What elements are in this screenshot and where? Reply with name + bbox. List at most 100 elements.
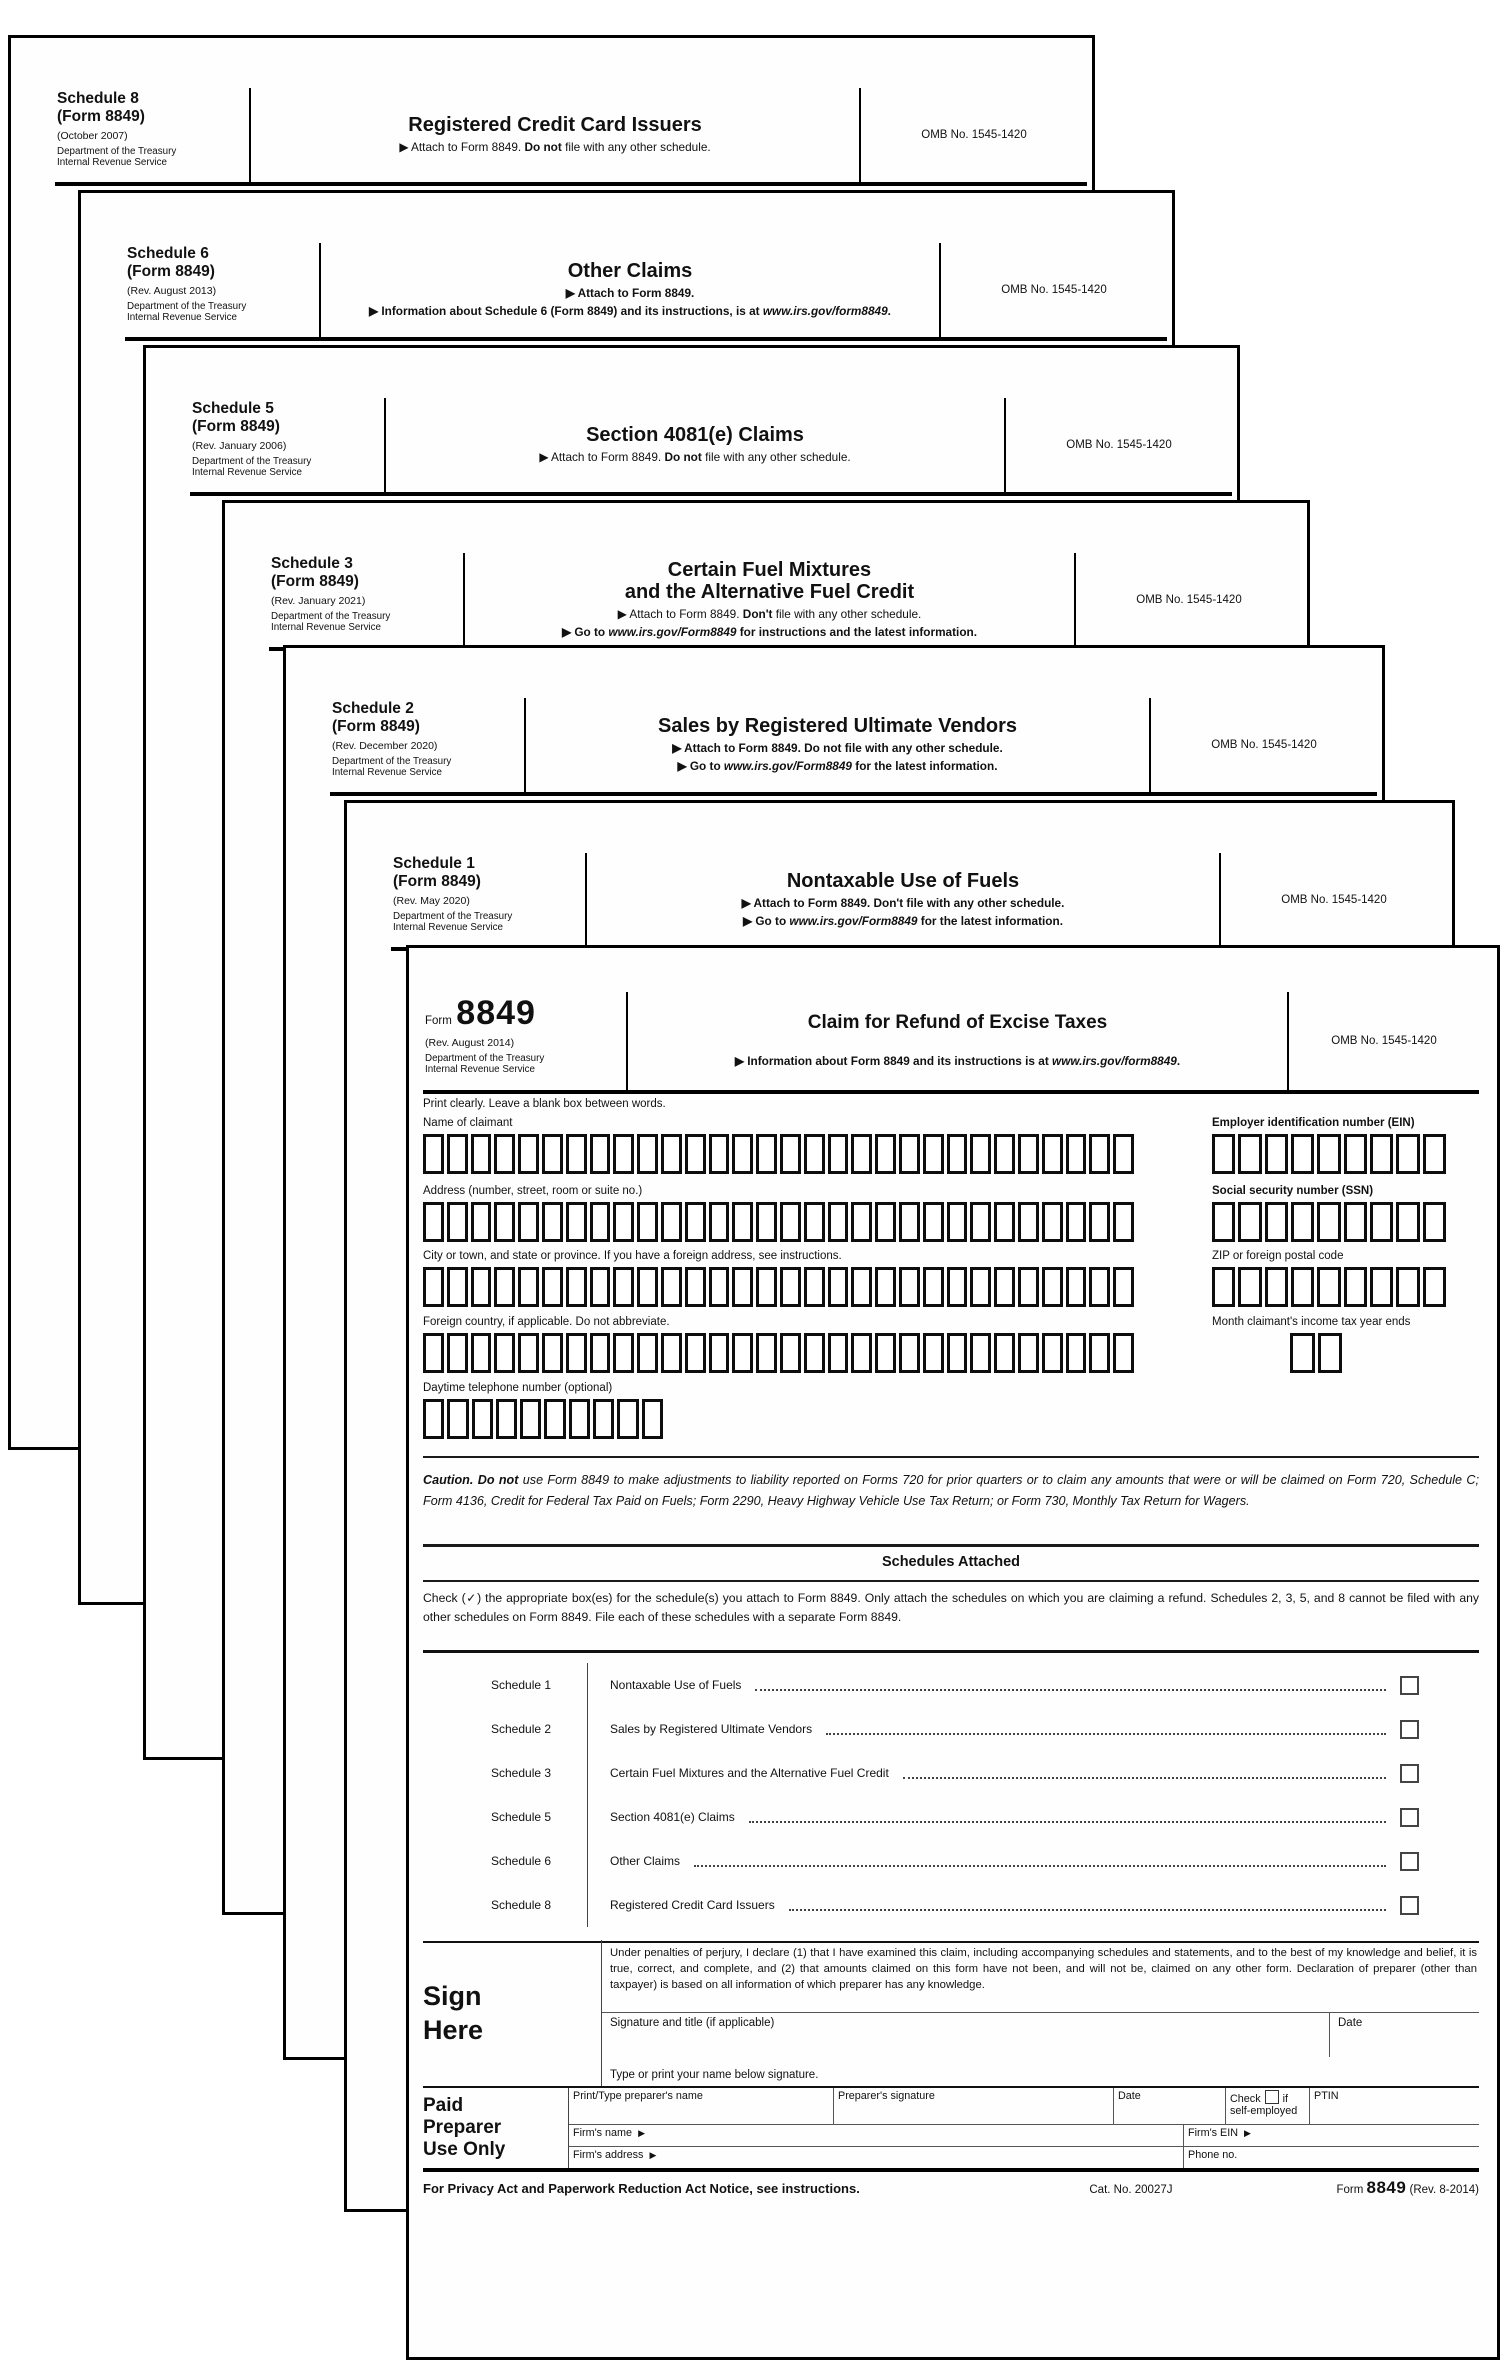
schedule-5-id-block: Schedule 5(Form 8849) (Rev. January 2006… (190, 398, 386, 492)
schedule-6-checkbox[interactable] (1400, 1851, 1419, 1871)
character-box (779, 1267, 801, 1307)
character-box (446, 1202, 468, 1242)
character-box (946, 1134, 968, 1174)
schedule-number: Schedule 3 (271, 555, 353, 572)
schedule-2-id-block: Schedule 2(Form 8849) (Rev. December 202… (330, 698, 526, 792)
city-grid[interactable] (423, 1267, 1134, 1307)
character-box (1041, 1134, 1063, 1174)
schedule-3-header: Schedule 3(Form 8849) (Rev. January 2021… (269, 553, 1302, 651)
checklist-label: Schedule 6 (423, 1839, 588, 1883)
character-box (423, 1399, 445, 1439)
checklist-label: Schedule 8 (423, 1883, 588, 1927)
character-box (423, 1134, 444, 1174)
signature-date-field[interactable]: Date (1329, 2013, 1479, 2057)
character-box (779, 1333, 801, 1373)
character-box (946, 1333, 968, 1373)
schedule-5-checkbox[interactable] (1400, 1807, 1419, 1827)
character-box (613, 1267, 635, 1307)
ein-grid[interactable] (1212, 1134, 1446, 1174)
schedule-2-header: Schedule 2(Form 8849) (Rev. December 202… (330, 698, 1377, 796)
ssn-grid[interactable] (1212, 1202, 1446, 1242)
character-box (1212, 1202, 1236, 1242)
character-box (1369, 1134, 1394, 1174)
goto-instruction: ▶ Go to www.irs.gov/Form8849 for the lat… (677, 758, 998, 773)
character-box (922, 1134, 944, 1174)
schedule-number: Schedule 2 (332, 700, 414, 717)
address-grid[interactable] (423, 1202, 1134, 1242)
name-of-claimant-grid[interactable] (423, 1134, 1134, 1174)
revision-date: (October 2007) (57, 130, 128, 142)
character-box (470, 1134, 492, 1174)
character-box (518, 1333, 539, 1373)
character-box (827, 1267, 849, 1307)
dept-line1: Department of the Treasury (271, 611, 391, 622)
preparer-date-field[interactable]: Date (1114, 2088, 1226, 2124)
character-box (875, 1134, 896, 1174)
phone-no-field[interactable]: Phone no. (1183, 2147, 1479, 2168)
firm-ein-field[interactable]: Firm's EIN▶ (1183, 2125, 1479, 2146)
character-box (1065, 1333, 1087, 1373)
irs-url: www.irs.gov/Form8849 (608, 624, 737, 639)
character-box (684, 1202, 706, 1242)
irs-url: www.irs.gov/form8849 (1052, 1053, 1177, 1068)
character-box (544, 1399, 566, 1439)
character-box (970, 1267, 992, 1307)
character-box (1065, 1267, 1087, 1307)
character-box (1317, 1134, 1341, 1174)
preparer-signature-field[interactable]: Preparer's signature (834, 2088, 1114, 2124)
dept-line2: Internal Revenue Service (57, 157, 168, 168)
character-box (494, 1202, 516, 1242)
schedule-6-title-block: Other Claims ▶ Attach to Form 8849. ▶ In… (321, 243, 939, 337)
character-box (541, 1202, 563, 1242)
character-box (446, 1134, 468, 1174)
character-box (1113, 1202, 1134, 1242)
zip-grid[interactable] (1212, 1267, 1446, 1307)
character-box (803, 1134, 825, 1174)
omb-number: OMB No. 1545-1420 (1219, 853, 1447, 947)
schedule-1-checkbox[interactable] (1400, 1675, 1419, 1695)
schedule-2-checkbox[interactable] (1400, 1719, 1419, 1739)
character-box (827, 1202, 849, 1242)
character-box (589, 1134, 611, 1174)
character-box (637, 1134, 658, 1174)
form-8849-header: Form 8849 (Rev. August 2014) Department … (423, 992, 1479, 1094)
form-number: 8849 (456, 994, 536, 1032)
firm-address-field[interactable]: Firm's address▶ (573, 2149, 657, 2161)
schedule-8-checkbox[interactable] (1400, 1895, 1419, 1915)
character-box (1017, 1267, 1039, 1307)
schedule-title: Other Claims (567, 259, 693, 282)
checklist-label: Schedule 1 (423, 1663, 588, 1707)
character-box (875, 1267, 896, 1307)
character-box (994, 1333, 1015, 1373)
phone-grid[interactable] (423, 1399, 663, 1439)
character-box (470, 1267, 492, 1307)
paid-preparer-section: Paid Preparer Use Only Print/Type prepar… (423, 2088, 1479, 2172)
foreign-country-grid[interactable] (423, 1333, 1134, 1373)
schedule-3-checkbox[interactable] (1400, 1763, 1419, 1783)
privacy-act-notice: For Privacy Act and Paperwork Reduction … (423, 2181, 860, 2196)
checklist-desc: Nontaxable Use of Fuels (610, 1678, 742, 1692)
omb-number: OMB No. 1545-1420 (1004, 398, 1232, 492)
schedule-number: Schedule 6 (127, 245, 209, 262)
character-box (1041, 1333, 1063, 1373)
character-box (520, 1399, 542, 1439)
irs-url: www.irs.gov/Form8849 (723, 758, 852, 773)
omb-number: OMB No. 1545-1420 (1149, 698, 1377, 792)
self-employed-checkbox[interactable] (1264, 2090, 1279, 2104)
dotted-leader (755, 1688, 1386, 1691)
schedule-number: Schedule 8 (57, 90, 139, 107)
tax-year-month-grid[interactable] (1290, 1333, 1342, 1373)
character-box (827, 1134, 849, 1174)
form-number: (Form 8849) (192, 418, 280, 435)
ptin-field[interactable]: PTIN (1314, 2090, 1339, 2102)
arrow-icon: ▶ (1244, 2128, 1251, 2138)
character-box (779, 1134, 801, 1174)
character-box (494, 1333, 516, 1373)
firm-name-field[interactable]: Firm's name▶ (573, 2127, 645, 2139)
character-box (970, 1202, 992, 1242)
omb-number: OMB No. 1545-1420 (1287, 992, 1479, 1090)
checklist-row-schedule-1: Schedule 1 Nontaxable Use of Fuels (423, 1663, 1479, 1707)
dept-line1: Department of the Treasury (393, 911, 513, 922)
signature-field[interactable]: Signature and title (if applicable) (610, 2017, 775, 2029)
preparer-name-field[interactable]: Print/Type preparer's name (569, 2088, 834, 2124)
